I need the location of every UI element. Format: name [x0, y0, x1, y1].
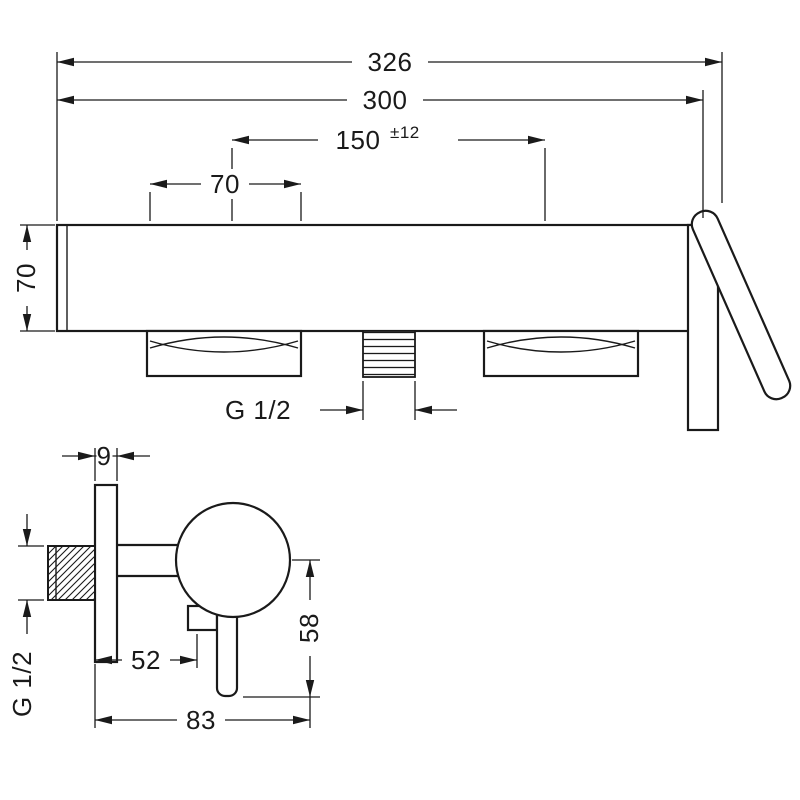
dim-overall-width-label: 326 [368, 47, 413, 77]
dim-plate-thickness: 9 [62, 441, 150, 481]
escutcheon-left [145, 329, 303, 378]
inlet-thread [47, 545, 96, 601]
inlet-thread-label: G 1/2 [7, 651, 37, 717]
dim-escutcheon-width-label: 70 [210, 169, 240, 199]
escutcheon-right [482, 329, 640, 378]
outlet-thread-label: G 1/2 [225, 395, 291, 425]
front-view: 326 300 150 ±12 70 [11, 47, 792, 432]
outlet-thread [362, 330, 416, 378]
dim-lever-drop: 58 [243, 559, 324, 698]
dim-total-projection-label: 83 [186, 705, 216, 735]
handle-lever [690, 209, 792, 401]
dim-body-height: 70 [11, 224, 55, 332]
dim-overall-width: 326 [56, 47, 723, 221]
mixer-body [55, 223, 692, 333]
side-view: 9 G 1/2 52 58 [7, 441, 324, 735]
dim-body-width-label: 300 [363, 85, 408, 115]
body-connector [117, 543, 179, 578]
outlet-thread-callout: G 1/2 [225, 381, 457, 425]
dim-connection-distance: 150 ±12 [231, 123, 546, 221]
dim-body-height-label: 70 [11, 263, 41, 293]
dim-wall-to-lever-label: 52 [131, 645, 161, 675]
dim-connection-tolerance-label: ±12 [390, 123, 420, 142]
dim-body-width: 300 [57, 85, 704, 218]
dim-total-projection: 83 [95, 697, 311, 735]
dim-escutcheon-width: 70 [149, 169, 302, 221]
dim-lever-drop-label: 58 [294, 613, 324, 643]
inlet-thread-callout: G 1/2 [7, 514, 44, 717]
dim-wall-to-lever: 52 [94, 634, 198, 728]
wall-plate [93, 483, 119, 664]
dim-plate-thickness-label: 9 [97, 441, 112, 471]
dim-connection-distance-label: 150 [336, 125, 381, 155]
body-circle [174, 501, 292, 619]
